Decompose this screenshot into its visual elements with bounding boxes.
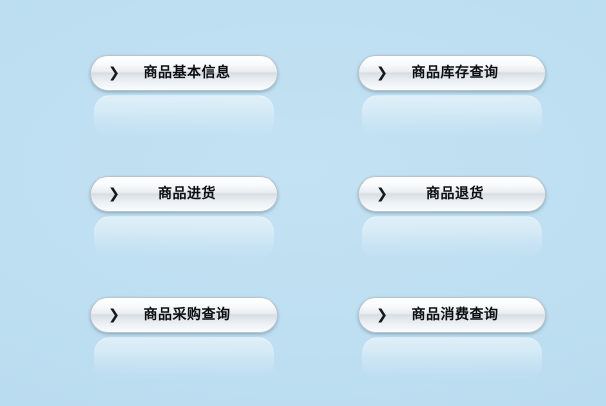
menu-button-reflection	[362, 337, 542, 380]
menu-button-product-stock-query[interactable]: ❯ 商品库存查询	[358, 55, 546, 91]
menu-cell-product-return: ❯ 商品退货	[358, 176, 546, 266]
menu-button-product-purchase-in[interactable]: ❯ 商品进货	[90, 176, 278, 212]
chevron-right-icon: ❯	[376, 307, 388, 323]
menu-cell-product-purchase-query: ❯ 商品采购查询	[90, 297, 278, 387]
menu-button-product-consume-query[interactable]: ❯ 商品消费查询	[358, 297, 546, 333]
menu-button-label: 商品消费查询	[411, 307, 499, 323]
menu-button-product-return[interactable]: ❯ 商品退货	[358, 176, 546, 212]
menu-cell-product-basic-info: ❯ 商品基本信息	[90, 55, 278, 145]
menu-button-label: 商品退货	[426, 186, 484, 202]
menu-button-label: 商品基本信息	[143, 65, 231, 81]
chevron-right-icon: ❯	[108, 307, 120, 323]
menu-button-reflection	[94, 95, 274, 138]
menu-button-reflection	[94, 216, 274, 259]
chevron-right-icon: ❯	[376, 186, 388, 202]
menu-cell-product-purchase-in: ❯ 商品进货	[90, 176, 278, 266]
menu-button-label: 商品采购查询	[143, 307, 231, 323]
chevron-right-icon: ❯	[376, 65, 388, 81]
chevron-right-icon: ❯	[108, 186, 120, 202]
menu-button-product-purchase-query[interactable]: ❯ 商品采购查询	[90, 297, 278, 333]
menu-cell-product-consume-query: ❯ 商品消费查询	[358, 297, 546, 387]
menu-button-label: 商品进货	[158, 186, 216, 202]
menu-button-product-basic-info[interactable]: ❯ 商品基本信息	[90, 55, 278, 91]
menu-button-reflection	[362, 216, 542, 259]
menu-button-reflection	[94, 337, 274, 380]
menu-button-label: 商品库存查询	[411, 65, 499, 81]
menu-button-reflection	[362, 95, 542, 138]
menu-cell-product-stock-query: ❯ 商品库存查询	[358, 55, 546, 145]
chevron-right-icon: ❯	[108, 65, 120, 81]
